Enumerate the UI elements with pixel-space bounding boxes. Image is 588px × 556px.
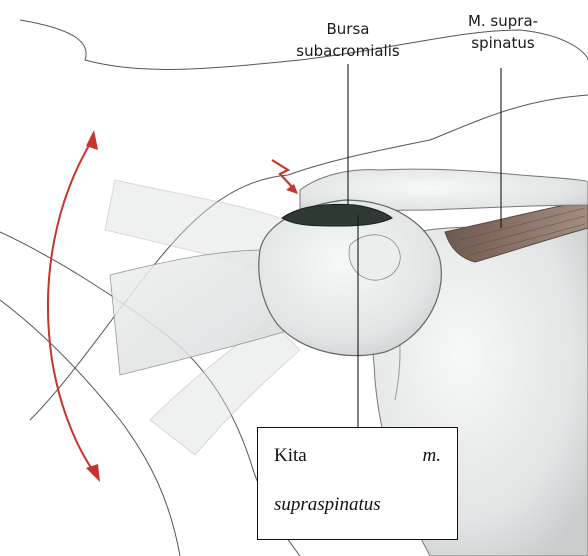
supraspinatus-label-line-2: spinatus	[471, 34, 535, 52]
caption-box: Kita m. supraspinatus	[257, 427, 458, 540]
caption-word-kita: Kita	[274, 445, 307, 467]
bursa-label-line-1: Bursa	[327, 20, 370, 38]
caption-word-m: m.	[423, 445, 441, 467]
bursa-label-line-2: subacromialis	[296, 42, 400, 60]
supraspinatus-label-line-1: M. supra-	[468, 12, 538, 30]
motion-arrow-icon	[48, 130, 100, 482]
caption-word-supraspinatus: supraspinatus	[274, 494, 381, 516]
